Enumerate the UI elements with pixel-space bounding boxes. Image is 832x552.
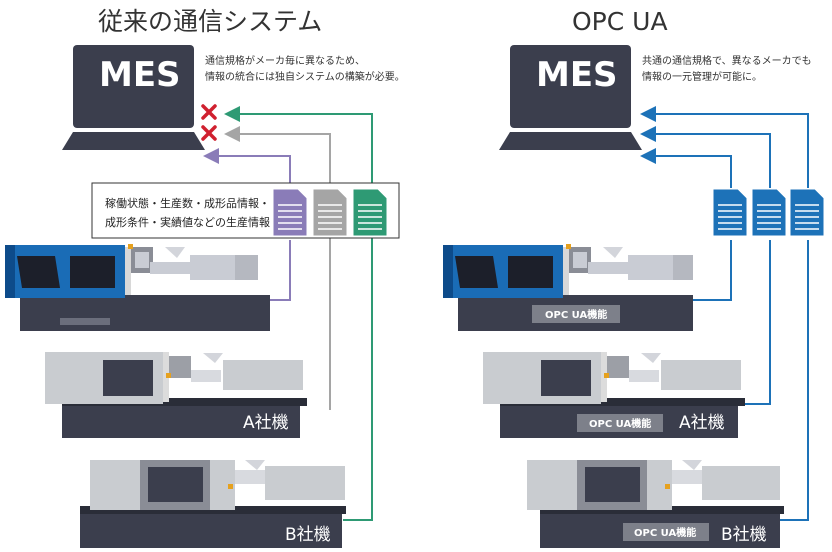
production-info-box: 稼働状態・生産数・成形品情報・ 成形条件・実績値などの生産情報	[91, 182, 400, 239]
keyboard-base	[499, 132, 642, 150]
right-machine-b: OPC UA機能 B社機	[527, 460, 784, 548]
right-machine-b-label: B社機	[721, 525, 767, 545]
blue-arrow-a	[640, 126, 771, 188]
monitor-icon	[510, 45, 631, 128]
x-mark-icon	[201, 104, 217, 120]
right-title: OPC UA	[572, 7, 668, 36]
keyboard-base	[62, 132, 205, 150]
green-arrow	[224, 106, 373, 521]
left-title: 従来の通信システム	[98, 7, 322, 36]
document-icon	[789, 188, 825, 237]
right-machine-a: OPC UA機能 A社機	[483, 352, 745, 438]
right-note-line2: 情報の一元管理が可能に。	[642, 70, 762, 83]
document-icon	[312, 188, 348, 237]
opc-ua-badge	[623, 523, 709, 541]
left-machine-a-label: A社機	[243, 413, 289, 433]
right-note-line1: 共通の通信規格で、異なるメーカでも	[642, 54, 812, 67]
right-main-machine: OPC UA機能	[443, 244, 693, 331]
right-panel: OPC UA MES 共通の通信規格で、異なるメーカでも 情報の一元管理が可能に…	[443, 7, 825, 548]
right-mes-label: MES	[536, 55, 618, 95]
right-tag-main: OPC UA機能	[545, 308, 607, 321]
document-icon	[712, 188, 748, 237]
purple-arrow	[203, 148, 291, 188]
left-mes-computer: MES	[62, 45, 205, 150]
blue-arrow-main	[693, 240, 732, 301]
document-icon	[751, 188, 787, 237]
blue-arrow-a	[742, 240, 771, 405]
gray-arrow	[224, 126, 331, 410]
opc-ua-badge	[532, 305, 620, 323]
blue-arrow-main	[640, 148, 732, 188]
left-machine-b-label: B社機	[285, 525, 331, 545]
blue-arrow-b	[640, 106, 809, 188]
right-machine-a-label: A社機	[679, 413, 725, 433]
left-note-line2: 情報の統合には独自システムの構築が必要。	[205, 70, 405, 83]
purple-connector	[270, 240, 291, 301]
left-machine-a: A社機	[45, 352, 307, 438]
left-panel: 従来の通信システム MES 通信規格がメーカ毎に異なるため、 情報の統合には独自…	[5, 7, 405, 548]
left-machine-b: B社機	[80, 460, 346, 548]
right-tag-a: OPC UA機能	[589, 417, 651, 430]
document-icon	[352, 188, 388, 237]
blue-arrow-b	[780, 240, 809, 521]
right-tag-b: OPC UA機能	[634, 526, 696, 539]
left-note-line1: 通信規格がメーカ毎に異なるため、	[205, 54, 365, 67]
info-line1: 稼働状態・生産数・成形品情報・	[105, 196, 270, 210]
right-mes-computer: MES	[499, 45, 642, 150]
info-line2: 成形条件・実績値などの生産情報	[105, 215, 270, 229]
left-main-machine	[5, 244, 270, 331]
opc-ua-badge	[577, 414, 663, 432]
monitor-icon	[73, 45, 194, 128]
document-icon	[272, 188, 308, 237]
left-mes-label: MES	[99, 55, 181, 95]
x-mark-icon	[201, 125, 217, 141]
